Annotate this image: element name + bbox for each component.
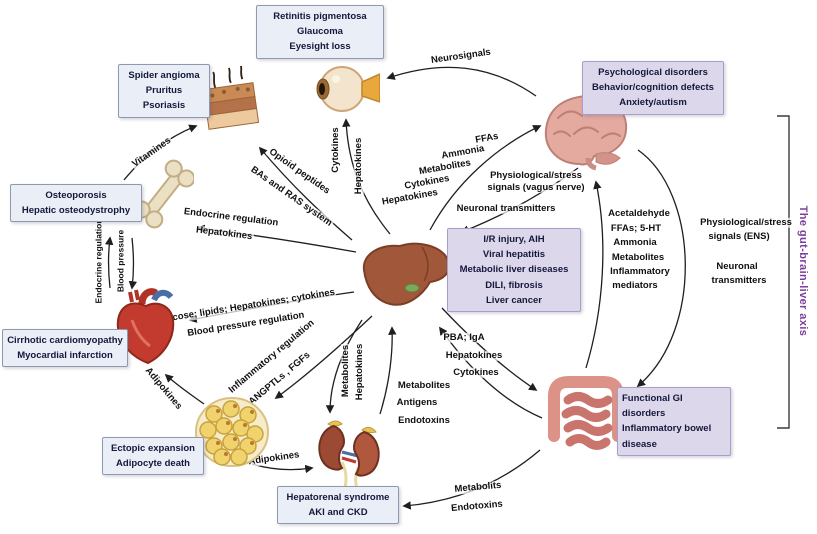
arrow-brain-to-eye — [386, 66, 537, 97]
label-neuronal-right-2: transmitters — [710, 274, 768, 287]
box-line: Psoriasis — [142, 100, 186, 112]
axis-bracket — [777, 115, 790, 429]
arrow-brain-to-gut — [636, 149, 686, 388]
box-line: Behavior/cognition defects — [592, 82, 714, 94]
arrow-liver-to-skin — [258, 146, 353, 241]
arrow-gut-to-kidney-box — [402, 449, 541, 510]
skin-illustration — [202, 66, 260, 130]
adipose-disease-box: Ectopic expansion Adipocyte death — [102, 437, 204, 476]
eye-illustration — [316, 66, 380, 112]
label-cytokines-eye: Cytokines — [329, 126, 342, 174]
eye-disease-box: Retinitis pigmentosa Glaucoma Eyesight l… — [256, 5, 384, 59]
box-line: Adipocyte death — [116, 458, 190, 470]
box-line: Anxiety/autism — [619, 97, 687, 109]
box-line: Inflammatory bowel disease — [622, 423, 712, 450]
label-metabolites-right: Metabolites — [610, 251, 666, 264]
box-line: Metabolic liver diseases — [459, 264, 569, 276]
label-hepatokines-kidney: Hepatokines — [353, 342, 366, 402]
label-hepatokines-eye: Hepatokines — [352, 136, 365, 196]
label-metabolites-kidney: Metabolites — [339, 343, 352, 399]
bone-illustration — [134, 159, 194, 229]
arrow-liver-to-brain — [429, 125, 542, 231]
heart-disease-box: Cirrhotic cardiomyopathy Myocardial infa… — [2, 329, 128, 368]
label-neuronal-transmitters-left: Neuronal transmitters — [455, 202, 557, 215]
arrow-adipose-to-heart — [164, 373, 205, 405]
box-line: Liver cancer — [486, 294, 542, 306]
label-inflammatory-mediators-2: mediators — [611, 279, 659, 292]
box-line: Retinitis pigmentosa — [273, 11, 367, 22]
box-line: Glaucoma — [297, 26, 343, 38]
label-physio-ens-1: Physiological/stress — [699, 216, 793, 229]
arrow-liver-to-adipose — [274, 315, 373, 399]
adipose-tissue-illustration — [195, 397, 269, 467]
box-line: Hepatic osteodystrophy — [21, 205, 131, 217]
label-inflammatory-mediators-1: Inflammatory — [609, 265, 671, 278]
box-line: Pruritus — [145, 85, 183, 97]
box-line: Functional GI disorders — [622, 393, 683, 420]
kidney-illustration — [318, 420, 380, 492]
box-line: Cirrhotic cardiomyopathy — [7, 335, 123, 346]
box-line: Viral hepatitis — [482, 249, 546, 261]
skin-disease-box: Spider angioma Pruritus Psoriasis — [118, 64, 210, 118]
label-cytokines-gut: Cytokines — [452, 366, 500, 379]
box-line: Myocardial infarction — [17, 350, 113, 362]
label-ffas-5ht: FFAs; 5-HT — [609, 222, 663, 235]
box-line: AKI and CKD — [308, 507, 368, 519]
label-pba-iga: PBA; IgA — [442, 331, 486, 344]
axis-title: The gut-brain-liver axis — [797, 205, 809, 337]
gut-disease-box: Functional GI disorders Inflammatory bow… — [617, 387, 731, 456]
label-neuronal-right-1: Neuronal — [715, 260, 759, 273]
arrow-liver-to-kidney — [325, 319, 363, 414]
box-line: Spider angioma — [128, 70, 200, 81]
box-line: I/R injury, AIH — [483, 234, 545, 245]
liver-illustration — [362, 242, 450, 306]
kidney-disease-box: Hepatorenal syndrome AKI and CKD — [277, 486, 399, 525]
label-antigens: Antigens — [395, 396, 439, 409]
box-line: Ectopic expansion — [111, 443, 195, 454]
label-endocrine-regulation-vertical: Endocrine regulation — [93, 217, 104, 305]
brain-disease-box: Psychological disorders Behavior/cogniti… — [582, 61, 724, 115]
arrow-bone-to-heart — [128, 237, 138, 290]
box-line: DILI, fibrosis — [485, 279, 543, 291]
box-line: Eyesight loss — [289, 41, 351, 53]
label-ammonia-right: Ammonia — [612, 236, 658, 249]
label-hepatokines-gut: Hepatokines — [444, 349, 504, 362]
arrow-kidney-to-liver — [379, 326, 397, 415]
box-line: Osteoporosis — [45, 190, 107, 201]
heart-illustration — [116, 288, 175, 365]
label-metabolites-gut: Metabolites — [396, 379, 452, 392]
label-acetaldehyde: Acetaldehyde — [607, 207, 671, 220]
box-line: Psychological disorders — [598, 67, 708, 78]
arrow-gut-to-brain — [585, 180, 604, 369]
arrow-heart-to-bone — [104, 236, 114, 289]
label-physio-vagus-1: Physiological/stress — [489, 169, 583, 182]
box-line: Hepatorenal syndrome — [286, 492, 390, 503]
label-physio-ens-2: signals (ENS) — [707, 230, 771, 243]
label-physio-vagus-2: signals (vagus nerve) — [486, 181, 586, 194]
liver-disease-box: I/R injury, AIH Viral hepatitis Metaboli… — [447, 228, 581, 312]
label-endotoxins-gut: Endotoxins — [397, 414, 451, 427]
bone-disease-box: Osteoporosis Hepatic osteodystrophy — [10, 184, 142, 223]
